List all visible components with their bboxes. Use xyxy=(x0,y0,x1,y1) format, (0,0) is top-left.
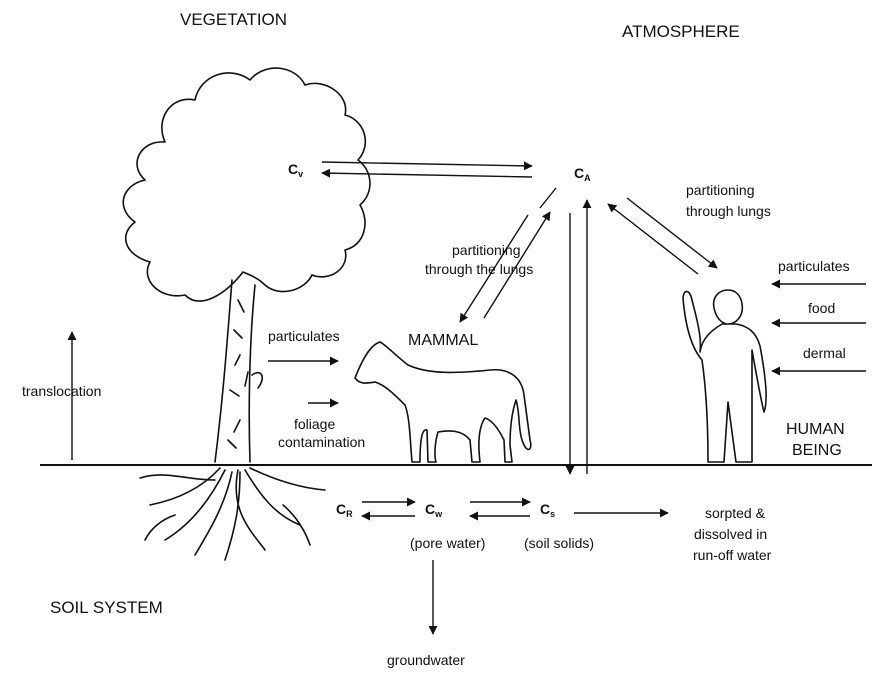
arrow-ca-to-cv xyxy=(322,173,532,177)
label-mammal: MAMMAL xyxy=(408,332,478,349)
label-groundwater: groundwater xyxy=(387,652,465,668)
tree-bark xyxy=(228,300,248,448)
label-partitioning-lungs: partitioning xyxy=(686,182,755,198)
label-through-lungs: through lungs xyxy=(686,203,771,219)
label-particulates-human: particulates xyxy=(778,258,850,274)
label-dissolved-in: dissolved in xyxy=(694,526,767,542)
label-cr: CR xyxy=(336,501,353,519)
label-food: food xyxy=(808,300,835,316)
tree-roots xyxy=(140,468,325,560)
header-soil-system: SOIL SYSTEM xyxy=(50,598,163,617)
label-partitioning-mammal: partitioning xyxy=(452,242,521,258)
label-through-the-lungs: through the lungs xyxy=(425,261,533,277)
header-vegetation: VEGETATION xyxy=(180,10,287,29)
label-foliage: foliage xyxy=(294,416,335,432)
tree-crown xyxy=(123,68,370,301)
label-soil-solids: (soil solids) xyxy=(524,535,594,551)
label-run-off-water: run-off water xyxy=(693,547,772,563)
label-ca: CA xyxy=(574,165,591,183)
label-cs: Cs xyxy=(540,501,555,519)
tree-illustration xyxy=(123,68,370,560)
label-cv: Cv xyxy=(288,161,303,179)
label-contamination: contamination xyxy=(278,434,365,450)
label-dermal: dermal xyxy=(803,345,846,361)
human-illustration xyxy=(683,290,766,462)
header-atmosphere: ATMOSPHERE xyxy=(622,22,740,41)
arrow-cv-to-ca xyxy=(322,162,532,166)
arrow-human-to-ca xyxy=(608,204,698,274)
label-being: BEING xyxy=(792,442,842,459)
label-particulates-vegetation: particulates xyxy=(268,328,340,344)
tree-trunk xyxy=(215,280,255,462)
label-pore-water: (pore water) xyxy=(410,535,485,551)
horse-illustration xyxy=(355,342,531,462)
tree-branch-stub xyxy=(252,373,262,388)
label-translocation: translocation xyxy=(22,383,101,399)
label-human: HUMAN xyxy=(786,421,845,438)
label-sorpted: sorpted & xyxy=(705,505,766,521)
label-cw: Cw xyxy=(425,501,443,519)
arrow-mammal-to-ca-tail xyxy=(540,188,556,208)
